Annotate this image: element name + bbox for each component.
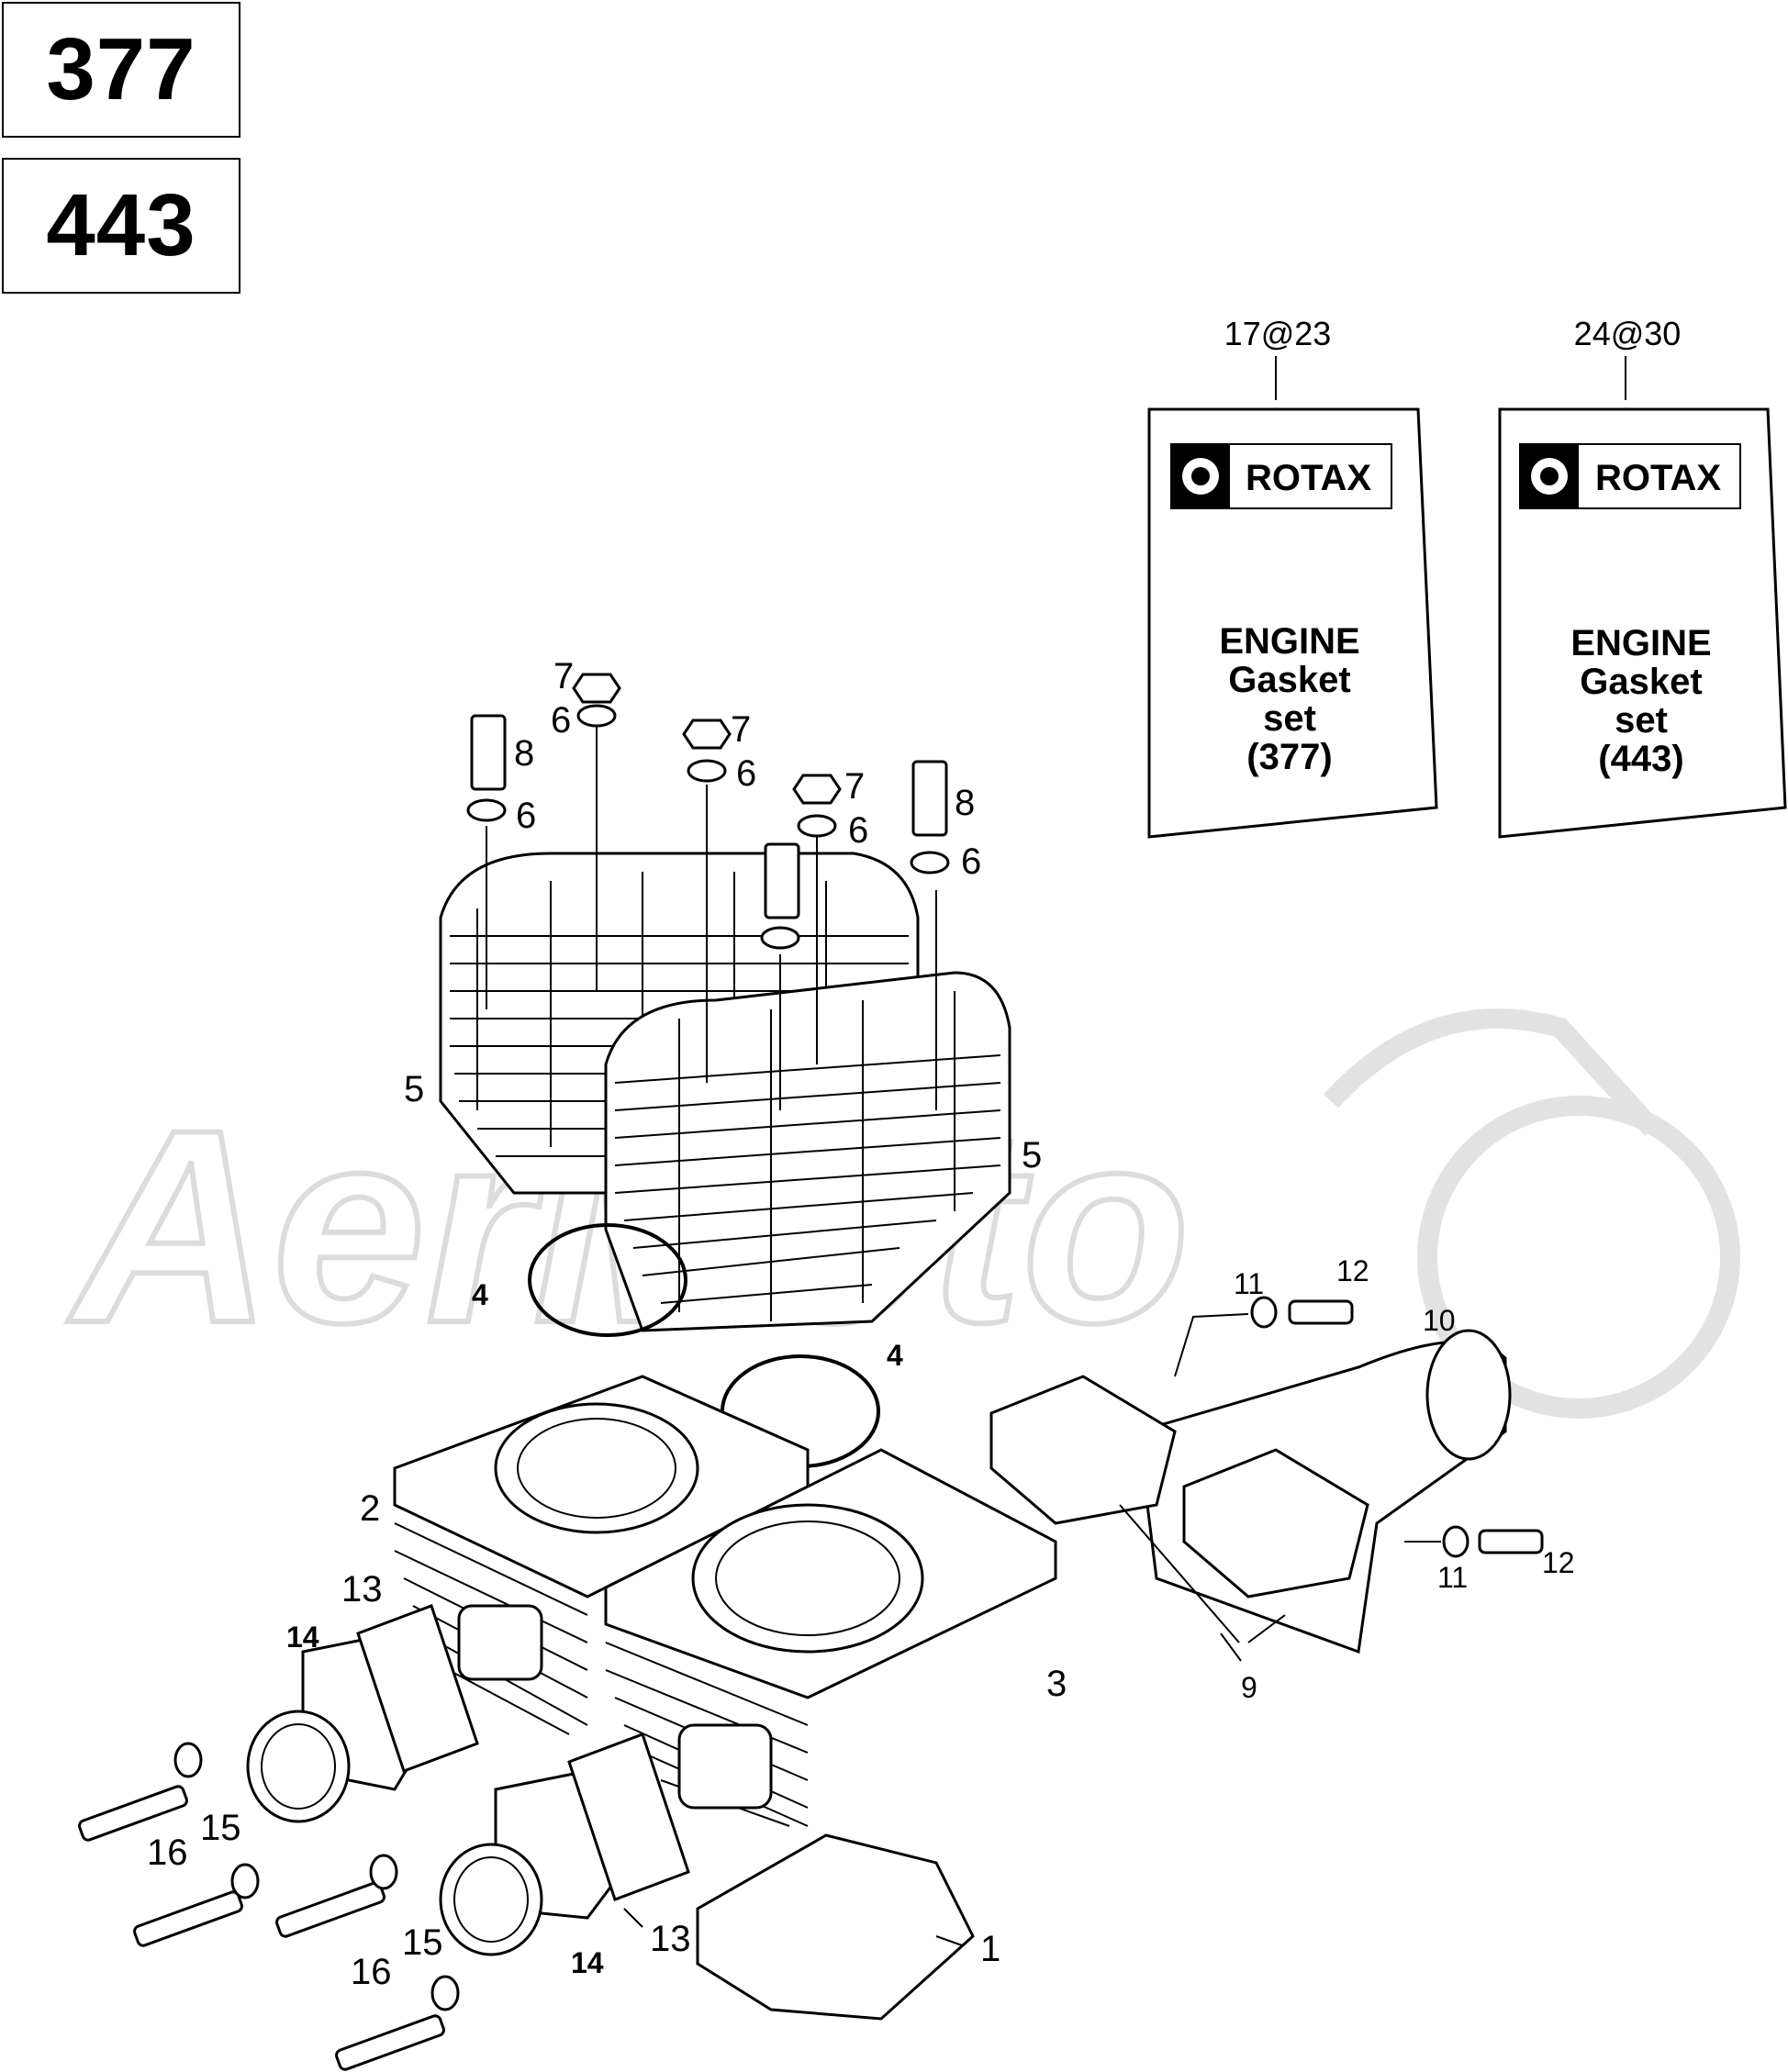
callout-16: 16 bbox=[147, 1832, 188, 1873]
callout-13: 13 bbox=[650, 1919, 691, 1959]
callout-15: 15 bbox=[200, 1808, 241, 1848]
callout-16: 16 bbox=[351, 1952, 392, 1992]
callout-4: 4 bbox=[472, 1278, 488, 1311]
cylinder-right bbox=[604, 1448, 1057, 1827]
kit-line-4: (443) bbox=[1598, 739, 1683, 779]
model-label-377: 377 bbox=[2, 2, 240, 138]
callout-7: 7 bbox=[731, 709, 751, 750]
callout-6: 6 bbox=[961, 841, 981, 882]
callout-8: 8 bbox=[514, 733, 534, 774]
callout-9: 9 bbox=[1241, 1671, 1257, 1704]
callout-3: 3 bbox=[1046, 1664, 1067, 1704]
callout-6: 6 bbox=[551, 700, 571, 741]
callout-8: 8 bbox=[955, 783, 975, 823]
callout-12: 12 bbox=[1336, 1254, 1369, 1287]
washer-11 bbox=[1250, 1296, 1278, 1329]
callout-5: 5 bbox=[404, 1069, 424, 1109]
kit-line-2: Gasket bbox=[1228, 660, 1350, 700]
model-label-443: 443 bbox=[2, 158, 240, 294]
gasket-kit-377: 17@23 ROTAX ENGINE Gasket set (377) bbox=[1147, 315, 1438, 839]
washer-6 bbox=[466, 798, 507, 822]
callout-11: 11 bbox=[1437, 1561, 1468, 1594]
washer-6 bbox=[760, 926, 800, 950]
watermark-motorcycle-icon bbox=[1323, 1008, 1660, 1136]
bolt-12 bbox=[1478, 1529, 1544, 1554]
kit-line-3: set bbox=[1263, 698, 1316, 739]
washer-6 bbox=[576, 704, 617, 728]
gasket-kit-443: 24@30 ROTAX ENGINE Gasket set (443) bbox=[1498, 315, 1787, 839]
torque-value-443: 24@30 bbox=[1574, 315, 1682, 352]
callout-14: 14 bbox=[286, 1621, 319, 1654]
bolt-16 bbox=[78, 1785, 188, 1842]
callout-6: 6 bbox=[736, 753, 756, 794]
bolt-16 bbox=[133, 1890, 243, 1947]
callout-6: 6 bbox=[848, 810, 868, 851]
exhaust-gasket-9-upper bbox=[989, 1375, 1177, 1525]
washer-15 bbox=[230, 1863, 260, 1899]
kit-brand-443: ROTAX bbox=[1595, 458, 1721, 498]
callout-6: 6 bbox=[516, 796, 536, 836]
callout-1: 1 bbox=[980, 1929, 1000, 1969]
callout-4: 4 bbox=[887, 1339, 903, 1372]
watermark-wheel-icon bbox=[1417, 1096, 1740, 1419]
o-ring-4-left bbox=[528, 1223, 687, 1337]
callout-13: 13 bbox=[341, 1569, 383, 1610]
washer-15 bbox=[369, 1854, 398, 1890]
kit-line-2: Gasket bbox=[1580, 662, 1702, 702]
torque-value-377: 17@23 bbox=[1224, 315, 1332, 352]
bolt-16 bbox=[275, 1881, 386, 1938]
kit-line-1: ENGINE bbox=[1570, 623, 1711, 663]
kit-line-3: set bbox=[1615, 700, 1668, 741]
bolt-16 bbox=[335, 2014, 445, 2071]
cylinder-left bbox=[393, 1375, 810, 1735]
kit-brand-377: ROTAX bbox=[1246, 458, 1371, 498]
washer-6 bbox=[910, 851, 950, 874]
callout-15: 15 bbox=[402, 1922, 443, 1963]
spacer-8-right bbox=[911, 760, 948, 837]
callout-14: 14 bbox=[571, 1946, 604, 1979]
callout-11: 11 bbox=[1234, 1267, 1264, 1300]
nut-7 bbox=[572, 673, 621, 704]
callout-10: 10 bbox=[1423, 1304, 1456, 1337]
washer-15 bbox=[430, 1975, 460, 2011]
intake-gasket-13-lower bbox=[567, 1732, 690, 1901]
callout-5: 5 bbox=[1022, 1135, 1042, 1175]
spacer-8-left bbox=[470, 714, 507, 791]
callout-2: 2 bbox=[360, 1488, 380, 1529]
nut-7 bbox=[682, 719, 732, 750]
washer-11 bbox=[1442, 1525, 1470, 1558]
exhaust-gasket-9-lower bbox=[1182, 1448, 1369, 1599]
kit-line-4: (377) bbox=[1246, 737, 1332, 777]
callout-12: 12 bbox=[1542, 1546, 1575, 1579]
nut-7 bbox=[792, 774, 842, 805]
callout-7: 7 bbox=[553, 656, 574, 696]
washer-15 bbox=[173, 1742, 203, 1778]
spacer-8-middle bbox=[764, 842, 800, 919]
callouts: 1 2 3 4 4 5 5 6 6 6 6 6 7 7 7 8 8 9 10 1… bbox=[147, 656, 1575, 1992]
intake-gasket-13-upper bbox=[356, 1604, 479, 1773]
washer-6 bbox=[687, 759, 727, 783]
washer-6 bbox=[797, 814, 837, 838]
bolt-12 bbox=[1288, 1299, 1354, 1325]
callout-7: 7 bbox=[844, 766, 865, 807]
kit-line-1: ENGINE bbox=[1219, 621, 1359, 662]
base-gasket-1 bbox=[696, 1833, 975, 2021]
